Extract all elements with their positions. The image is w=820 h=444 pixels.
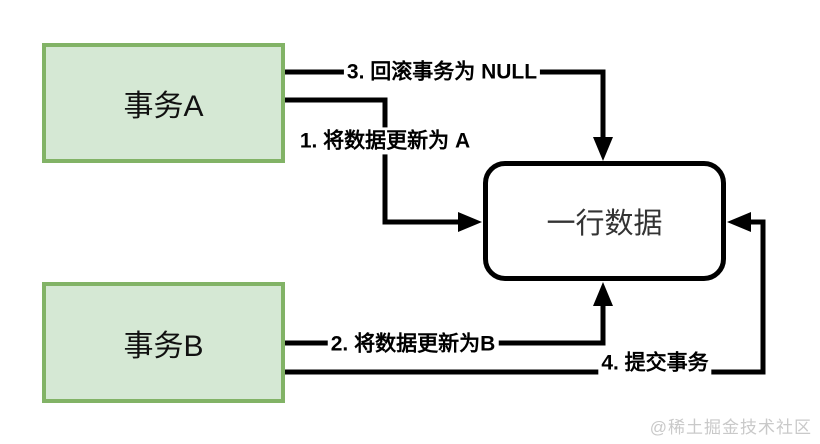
edge-4-line bbox=[285, 219, 766, 375]
edge-label-update-b: 2. 将数据更新为B bbox=[327, 330, 499, 358]
node-transaction-a-label: 事务A bbox=[123, 90, 204, 123]
node-data-row-label: 一行数据 bbox=[546, 208, 663, 240]
node-data-row: 一行数据 bbox=[483, 161, 726, 281]
edge-label-rollback-null: 3. 回滚事务为 NULL bbox=[343, 58, 541, 86]
edge-1-line bbox=[285, 97, 460, 225]
edge-4-arrowhead-left bbox=[727, 212, 751, 232]
edge-label-update-a: 1. 将数据更新为 A bbox=[296, 127, 474, 155]
node-transaction-a: 事务A bbox=[42, 43, 285, 163]
node-transaction-b: 事务B bbox=[42, 282, 285, 403]
edge-label-commit: 4. 提交事务 bbox=[598, 349, 712, 377]
watermark-juejin-community: @稀土掘金技术社区 bbox=[649, 418, 812, 437]
edge-2-arrowhead-up bbox=[593, 282, 613, 306]
edge-1-arrowhead-right bbox=[458, 212, 482, 232]
node-transaction-b-label: 事务B bbox=[123, 329, 204, 363]
edge-3-arrowhead-down bbox=[593, 137, 613, 161]
